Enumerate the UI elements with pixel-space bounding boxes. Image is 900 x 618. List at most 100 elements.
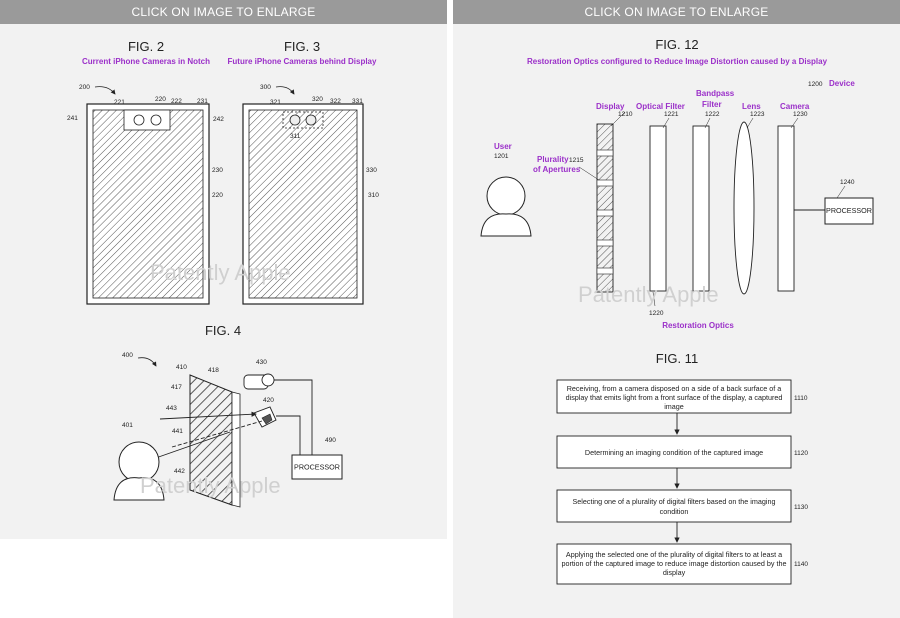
fig4-title: FIG. 4 — [205, 323, 241, 338]
ref-300: 300 — [260, 84, 271, 91]
user-label: User — [494, 142, 512, 151]
ref-1240: 1240 — [840, 179, 855, 186]
step-box-1110 — [556, 379, 792, 414]
ref-410: 410 — [176, 364, 187, 371]
bandpass-filter-element — [692, 125, 710, 292]
fig3-title: FIG. 3 — [284, 39, 320, 54]
ref-1110: 1110 — [794, 395, 808, 402]
step-box-1120 — [556, 435, 792, 469]
step-1140-line-3: display — [663, 568, 686, 577]
ref-220b: 220 — [212, 192, 223, 199]
lens-label: Lens — [742, 102, 761, 111]
camera-lens-icon — [133, 114, 145, 126]
processor-box — [291, 454, 343, 480]
right-figures: FIG. 12 Restoration Optics configured to… — [480, 37, 874, 585]
step-1140-line-2: portion of the captured image to reduce … — [562, 559, 787, 568]
camera-lens-icon — [289, 114, 301, 126]
step-1110-line-1: Receiving, from a camera disposed on a s… — [567, 384, 782, 393]
aperture — [596, 179, 614, 187]
ref-430: 430 — [256, 359, 267, 366]
fig4-diagram — [113, 357, 343, 508]
fig2-caption: Current iPhone Cameras in Notch — [82, 57, 210, 66]
camera-lens-icon — [150, 114, 162, 126]
fig2-title: FIG. 2 — [128, 39, 164, 54]
ref-230: 230 — [212, 167, 223, 174]
ref-401: 401 — [122, 422, 133, 429]
bandpass-label-1: Bandpass — [696, 89, 735, 98]
camera-lens-icon — [305, 114, 317, 126]
ref-200: 200 — [79, 84, 90, 91]
ref-1230: 1230 — [793, 111, 808, 118]
fig11-flowchart — [556, 379, 792, 585]
ref-1210: 1210 — [618, 111, 633, 118]
step-1110-line-3: image — [664, 402, 684, 411]
ref-322: 322 — [330, 98, 341, 105]
watermark: Patently Apple — [578, 282, 719, 307]
ref-1222: 1222 — [705, 111, 720, 118]
fig12-diagram — [480, 111, 874, 307]
ref-311: 311 — [290, 133, 301, 140]
ref-320: 320 — [312, 96, 323, 103]
ref-442: 442 — [174, 468, 185, 475]
ref-231: 231 — [197, 98, 208, 105]
ref-443: 443 — [166, 405, 177, 412]
ref-220: 220 — [155, 96, 166, 103]
aperture — [596, 209, 614, 217]
watermark: Patently Apple — [150, 260, 291, 285]
ref-1215: 1215 — [569, 157, 584, 164]
fig12-title: FIG. 12 — [655, 37, 698, 52]
ref-1140: 1140 — [794, 561, 808, 568]
step-1120-line-1: Determining an imaging condition of the … — [585, 448, 763, 457]
ref-241: 241 — [67, 115, 78, 122]
left-patent-image[interactable]: CLICK ON IMAGE TO ENLARGE FIG. 2 Current… — [0, 0, 447, 539]
step-1130-line-1: Selecting one of a plurality of digital … — [573, 497, 776, 506]
ref-331: 331 — [352, 98, 363, 105]
step-1110-line-2: display that emits light from a front su… — [566, 393, 783, 402]
ref-420: 420 — [263, 397, 274, 404]
ref-418: 418 — [208, 367, 219, 374]
ref-1130: 1130 — [794, 504, 808, 511]
bandpass-label-2: Filter — [702, 100, 722, 109]
fig3-phone — [242, 86, 364, 305]
fig12-caption: Restoration Optics configured to Reduce … — [527, 57, 828, 66]
aperture — [596, 149, 614, 157]
ref-1200: 1200 — [808, 81, 823, 88]
fig11-title: FIG. 11 — [656, 351, 698, 366]
device-label: Device — [829, 79, 855, 88]
ref-310: 310 — [368, 192, 379, 199]
camera-label: Camera — [780, 102, 810, 111]
user-1201-icon — [480, 176, 532, 237]
ref-400: 400 — [122, 352, 133, 359]
step-box-1140 — [556, 543, 792, 585]
camera-430-icon — [243, 373, 275, 390]
ref-321: 321 — [270, 99, 281, 106]
step-1130-line-2: condition — [660, 507, 689, 516]
restoration-optics-label: Restoration Optics — [662, 321, 734, 330]
optical-filter-element — [649, 125, 667, 292]
right-patent-image[interactable]: CLICK ON IMAGE TO ENLARGE FIG. 12 Restor… — [453, 0, 900, 618]
notch — [123, 109, 171, 131]
camera-420-icon — [253, 406, 277, 428]
ref-1120: 1120 — [794, 450, 808, 457]
fig3-caption: Future iPhone Cameras behind Display — [228, 57, 377, 66]
apertures-label-2: of Apertures — [533, 165, 581, 174]
enlarge-bar-left[interactable]: CLICK ON IMAGE TO ENLARGE — [0, 0, 447, 24]
step-1140-line-1: Applying the selected one of the plurali… — [566, 550, 782, 559]
ref-242: 242 — [213, 116, 224, 123]
ref-1221: 1221 — [664, 111, 679, 118]
ref-441: 441 — [172, 428, 183, 435]
aperture — [596, 267, 614, 275]
lens-element — [733, 121, 755, 295]
ref-417: 417 — [171, 384, 182, 391]
enlarge-bar-right[interactable]: CLICK ON IMAGE TO ENLARGE — [453, 0, 900, 24]
processor-label: PROCESSOR — [294, 463, 340, 472]
user-401-icon — [113, 441, 165, 501]
ref-1201: 1201 — [494, 153, 509, 160]
ref-1223: 1223 — [750, 111, 765, 118]
processor-box — [824, 197, 874, 225]
step-box-1130 — [556, 489, 792, 523]
left-figures: FIG. 2 Current iPhone Cameras in Notch 2… — [67, 39, 379, 508]
ref-221: 221 — [114, 99, 125, 106]
ref-490: 490 — [325, 437, 336, 444]
ref-330: 330 — [366, 167, 377, 174]
